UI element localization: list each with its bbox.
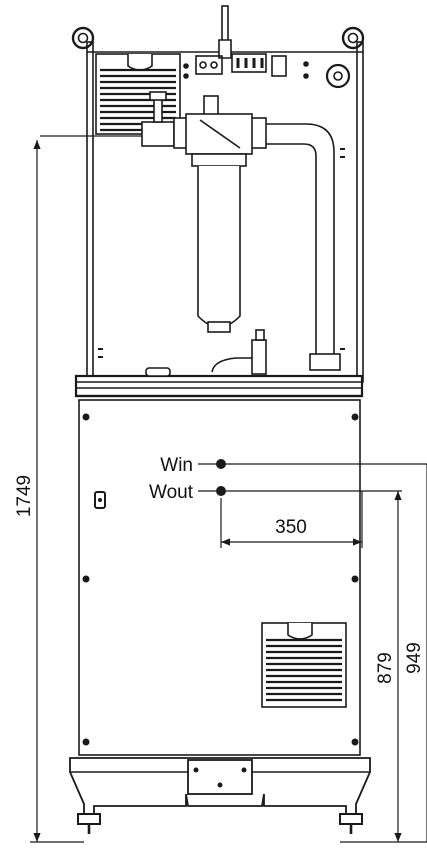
cabinet-bolts — [82, 413, 359, 746]
water-out-point — [216, 486, 226, 496]
cross-rail — [74, 367, 364, 398]
control-components — [183, 53, 351, 89]
dimension-lines — [30, 140, 427, 843]
water-in-label: Win — [160, 455, 193, 476]
left-valve — [40, 91, 175, 147]
dimension-350-label: 350 — [275, 517, 307, 538]
frame-marks — [98, 148, 345, 358]
lower-vent-grille — [261, 622, 347, 708]
outlet-pipe — [264, 123, 341, 371]
water-in-point — [216, 459, 226, 469]
bottom-connector — [211, 329, 267, 375]
dimension-1749-label: 1749 — [14, 475, 35, 517]
filter-housing — [173, 95, 267, 333]
dimension-879-label: 879 — [375, 652, 396, 684]
lock-icon — [94, 491, 106, 509]
dimension-949-label: 949 — [404, 642, 425, 674]
lower-cabinet — [78, 399, 361, 756]
water-out-label: Wout — [149, 482, 194, 503]
connection-points — [216, 459, 226, 496]
cabinet-base — [69, 757, 371, 834]
top-sensor — [218, 5, 232, 59]
